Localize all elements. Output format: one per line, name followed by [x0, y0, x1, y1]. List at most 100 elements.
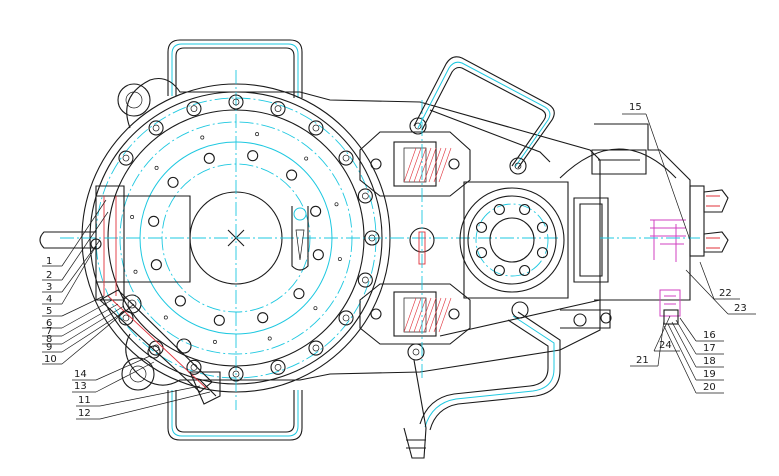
leader-line	[61, 305, 125, 345]
leader-line	[61, 299, 113, 329]
part-label-20: 20	[703, 382, 716, 393]
drive-bolt	[475, 221, 488, 233]
top-right-handle	[413, 56, 555, 175]
upper-clamp-block	[359, 117, 471, 197]
lower-piping	[403, 299, 612, 459]
table-slot	[291, 206, 309, 271]
drive-housing	[459, 181, 609, 299]
leader-line	[667, 323, 697, 381]
part-label-11: 11	[78, 395, 91, 406]
leader-line	[653, 315, 671, 352]
leader-line	[99, 385, 201, 407]
part-label-24: 24	[659, 340, 672, 351]
leader-line	[61, 295, 105, 317]
leader-line	[95, 355, 151, 381]
part-label-3: 3	[46, 282, 52, 293]
leader-line	[61, 239, 101, 293]
bolt	[364, 230, 380, 246]
hole	[163, 295, 186, 320]
part-label-14: 14	[74, 369, 87, 380]
leader-line	[95, 361, 155, 393]
inner-hole-ring	[130, 132, 342, 344]
part-label-10: 10	[44, 354, 57, 365]
hole	[130, 214, 160, 227]
bolt	[308, 340, 324, 356]
part-label-5: 5	[46, 306, 52, 317]
leader-line	[675, 319, 697, 355]
lower-clamp-block	[359, 283, 471, 361]
part-label-15: 15	[629, 102, 642, 113]
bolt	[228, 366, 244, 382]
bolt	[338, 310, 354, 326]
top-left-handle	[167, 39, 303, 98]
leader-line	[685, 269, 729, 315]
leader-line	[61, 303, 119, 337]
bolt	[118, 150, 134, 166]
part-label-19: 19	[703, 369, 716, 380]
bottom-left-handle	[167, 390, 303, 441]
drive-bolt	[519, 264, 531, 277]
part-label-17: 17	[703, 343, 716, 354]
hole	[154, 165, 179, 188]
bolt	[308, 120, 324, 136]
leader-line	[61, 211, 109, 281]
drive-bolt	[519, 203, 531, 216]
bolt	[186, 101, 202, 117]
drive-bolt	[475, 247, 488, 259]
hole	[257, 312, 272, 341]
leader-line	[61, 303, 135, 365]
part-label-4: 4	[46, 294, 52, 305]
hole	[212, 314, 225, 344]
leader-line	[99, 391, 211, 420]
bolt	[148, 120, 164, 136]
leader-line	[61, 307, 131, 353]
part-label-6: 6	[46, 318, 52, 329]
leader-lines	[42, 113, 756, 420]
part-label-22: 22	[719, 288, 732, 299]
rotary-table	[60, 70, 560, 410]
hole	[286, 156, 309, 181]
bolt	[357, 188, 373, 204]
leader-line	[699, 261, 715, 300]
main-housing	[117, 77, 601, 391]
hole	[247, 132, 260, 162]
part-label-13: 13	[74, 381, 87, 392]
part-label-16: 16	[703, 330, 716, 341]
part-label-21: 21	[636, 355, 649, 366]
hole	[293, 288, 318, 311]
part-label-2: 2	[46, 270, 52, 281]
leader-line	[663, 325, 697, 394]
part-label-23: 23	[734, 303, 747, 314]
hole	[310, 202, 339, 217]
pivot-lever	[99, 289, 221, 405]
part-label-1: 1	[46, 256, 52, 267]
leader-line	[61, 199, 107, 267]
drive-bolt	[536, 247, 549, 259]
hole	[200, 135, 215, 164]
hole	[133, 259, 162, 274]
leader-line	[657, 319, 665, 367]
valve-body	[559, 123, 729, 325]
hole	[312, 249, 342, 262]
drive-bolt	[493, 264, 505, 277]
drive-bolt	[493, 203, 505, 216]
bolt	[270, 101, 286, 117]
bolt	[338, 150, 354, 166]
bolt	[228, 94, 244, 110]
bolt	[270, 359, 286, 375]
part-label-7: 7	[46, 326, 52, 337]
drive-bolt	[536, 221, 549, 233]
leader-line	[61, 245, 97, 305]
part-label-12: 12	[78, 408, 91, 419]
part-label-8: 8	[46, 334, 52, 345]
leader-line	[645, 113, 691, 241]
leader-line	[679, 317, 697, 342]
part-label-18: 18	[703, 356, 716, 367]
part-label-9: 9	[46, 342, 52, 353]
left-arm	[39, 185, 191, 301]
centre-pin	[409, 100, 435, 380]
leader-line	[671, 321, 697, 368]
bolt	[357, 272, 373, 288]
